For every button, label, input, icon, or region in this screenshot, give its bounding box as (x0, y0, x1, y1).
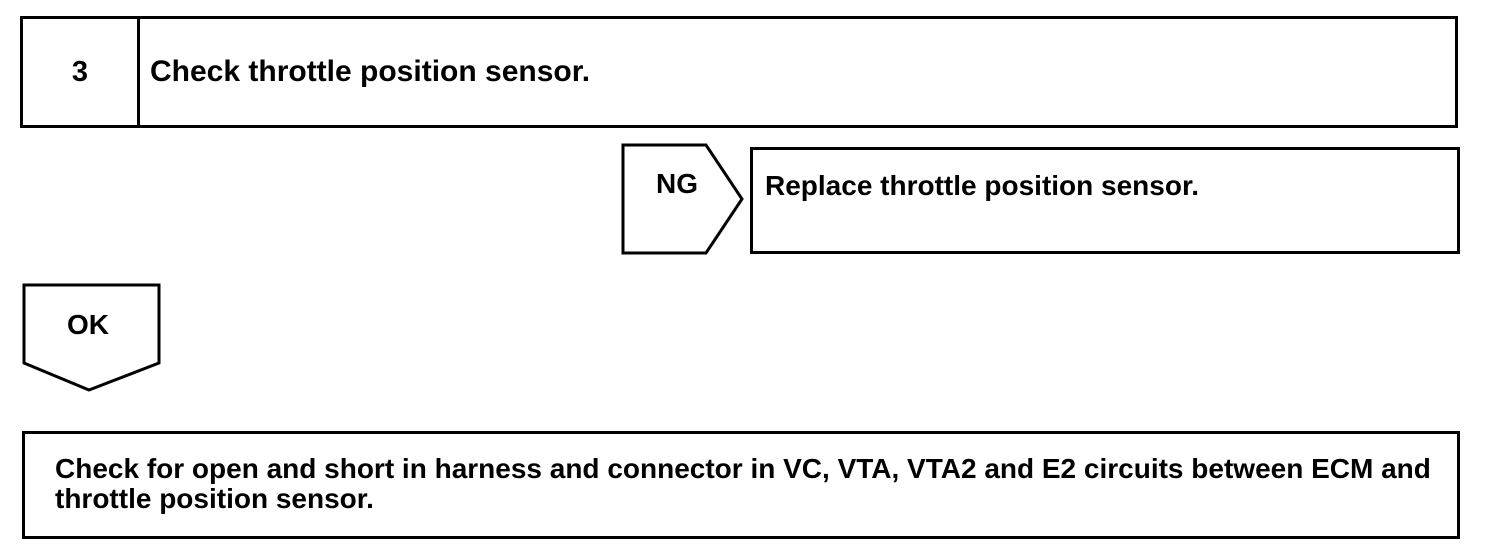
ng-action-text: Replace throttle position sensor. (765, 170, 1200, 201)
ok-label: OK (67, 309, 109, 340)
step-title: Check throttle position sensor. (150, 55, 591, 88)
step-number: 3 (23, 19, 140, 125)
next-action-box: Check for open and short in harness and … (22, 431, 1460, 539)
step-box: 3 Check throttle position sensor. (20, 16, 1458, 128)
ng-label: NG (656, 168, 698, 199)
ng-action-box: Replace throttle position sensor. (750, 147, 1460, 254)
next-action-text: Check for open and short in harness and … (55, 453, 1431, 514)
